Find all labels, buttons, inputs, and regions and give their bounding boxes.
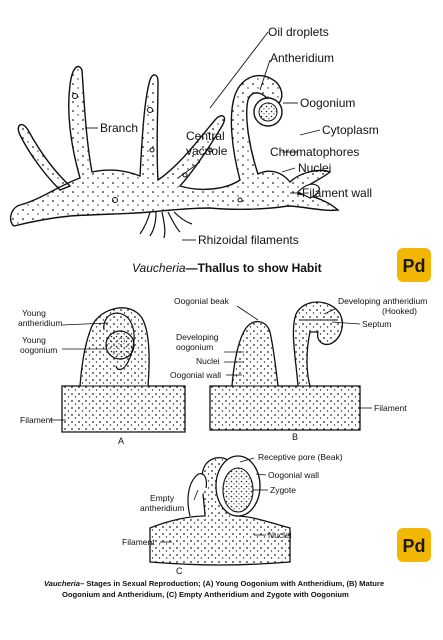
label-cytoplasm: Cytoplasm [322,123,379,137]
label-oogonium: Oogonium [300,96,355,110]
label-b-septum: Septum [362,319,391,329]
label-c-zygote: Zygote [270,485,296,495]
label-branch: Branch [100,121,138,135]
oil-droplet [147,107,153,113]
label-antheridium: Antheridium [270,51,334,65]
thallus-caption: Vaucheria—Thallus to show Habit [132,261,322,275]
stages-caption-genus: Vaucheria [44,579,80,588]
stage-a-oogonium [105,330,135,360]
stage-c-zygote [222,467,254,513]
stages-caption-line-2: Oogonium and Antheridium, (C) Empty Anth… [62,590,349,599]
stage-c-leaders [160,457,268,543]
label-a-young-antheridium-2: antheridium [18,318,62,328]
oil-droplet [112,197,118,203]
stage-b-letter: B [292,432,298,442]
stages-caption-line-1: Vaucheria– Stages in Sexual Reproduction… [44,579,384,588]
label-c-empty-antheridium-1: Empty [150,493,175,503]
thallus-caption-rest: —Thallus to show Habit [186,261,322,275]
stage-c-letter: C [176,566,183,576]
label-c-oogonial-wall: Oogonial wall [268,470,319,480]
label-b-developing-antheridium-2: (Hooked) [382,306,417,316]
label-nuclei: Nuclei [298,161,331,175]
oil-droplet [207,147,213,153]
stage-a: Young antheridium Young oogonium Filamen… [18,307,186,446]
stage-a-antheridium [103,312,135,371]
brand-logo: Pd [397,528,431,562]
label-filament-wall: Filament wall [302,186,372,200]
label-oil-droplets: Oil droplets [268,25,329,39]
thallus-drawing: Oil droplets Antheridium Oogonium Branch… [9,25,379,275]
label-b-developing-oogonium-2: oogonium [176,342,213,352]
label-chromatophores: Chromatophores [270,145,359,159]
label-a-filament: Filament [20,415,53,425]
label-b-oogonial-beak: Oogonial beak [174,296,230,306]
label-a-young-antheridium-1: Young [22,308,46,318]
label-rhizoidal-filaments: Rhizoidal filaments [198,233,299,247]
stage-c: Receptive pore (Beak) Oogonial wall Zygo… [122,452,343,576]
label-central-vacuole-2: vacuole [186,144,228,158]
oil-droplet [72,93,78,99]
label-c-empty-antheridium-2: antheridium [140,503,184,513]
stages-caption-line-1-rest: – Stages in Sexual Reproduction; (A) You… [80,579,384,588]
stage-b-leaders [224,305,372,409]
stage-c-empty-antheridium [187,473,207,517]
thallus-outline [9,65,340,227]
label-b-filament: Filament [374,403,407,413]
label-b-nuclei: Nuclei [196,356,220,366]
top-leader-lines [85,31,321,241]
oil-droplet [149,147,155,153]
brand-logo-text: Pd [402,256,425,276]
stage-b-filament [209,301,361,431]
left-branch [17,123,72,191]
label-central-vacuole-1: Central [186,129,225,143]
stage-a-letter: A [118,436,124,446]
label-b-developing-oogonium-1: Developing [176,332,219,342]
brand-logo: Pd [397,248,431,282]
label-c-filament: Filament [122,537,155,547]
brand-logo-text: Pd [402,536,425,556]
label-c-receptive-pore: Receptive pore (Beak) [258,452,343,462]
label-b-oogonial-wall: Oogonial wall [170,370,221,380]
label-b-developing-antheridium-1: Developing antheridium [338,296,427,306]
stage-a-filament [61,307,186,433]
oogonium-inner [258,102,278,122]
rhizoids [139,211,193,239]
thallus-caption-genus: Vaucheria [132,261,186,275]
stage-a-leaders [50,322,109,421]
hook-branch [296,183,320,199]
label-a-young-oogonium-2: oogonium [20,345,57,355]
stage-b: Oogonial beak Developing antheridium (Ho… [170,296,427,442]
label-a-young-oogonium-1: Young [22,335,46,345]
oil-droplet [237,197,243,203]
label-c-nuclei: Nuclei [268,530,292,540]
